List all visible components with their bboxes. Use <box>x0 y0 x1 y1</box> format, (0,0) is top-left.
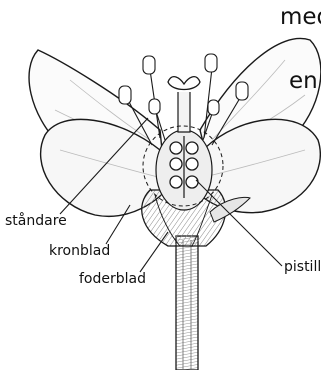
label-petal: kronblad <box>49 244 110 258</box>
label-pistil: pistill <box>284 260 321 274</box>
caption-line-2: en <box>289 70 318 93</box>
pistil <box>156 77 212 210</box>
caption-line-1: med <box>280 6 321 29</box>
leader-foderblad <box>140 232 168 272</box>
label-sepal: foderblad <box>79 272 146 286</box>
label-stamen: ståndare <box>5 214 67 228</box>
stem <box>176 236 198 370</box>
